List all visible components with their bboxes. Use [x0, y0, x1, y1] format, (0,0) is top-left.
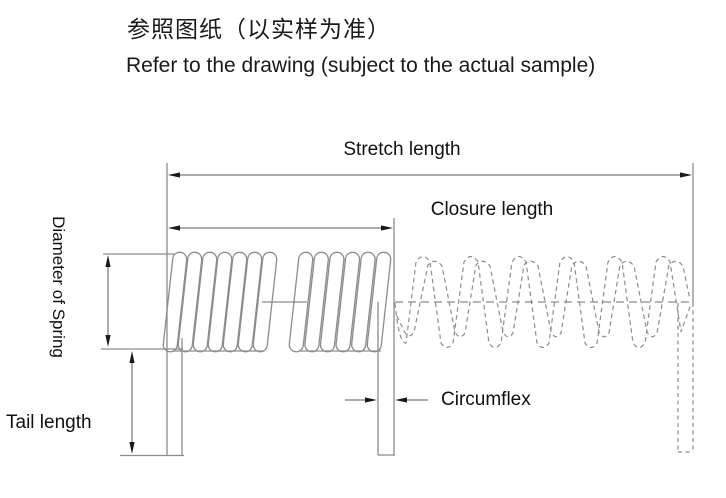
dimension-lines	[107, 174, 686, 450]
tail-length-label: Tail length	[6, 412, 92, 433]
stretched-coil-strand-back	[396, 260, 691, 338]
closure-arrow-left	[168, 225, 180, 231]
stretch-arrow-left	[168, 172, 180, 178]
closure-arrow-right	[381, 225, 393, 231]
coil-group-2	[288, 251, 392, 353]
tail-arrow-bottom	[129, 442, 135, 454]
dimension-arrowheads	[105, 172, 692, 454]
diameter-of-spring-label: Diameter of Spring	[49, 216, 68, 358]
diameter-arrow-top	[105, 255, 111, 267]
spring-closed-body	[101, 163, 694, 457]
closure-length-label: Closure length	[430, 199, 554, 220]
coil-group-1	[162, 251, 278, 353]
spring-stretched-section-dashed	[394, 255, 694, 453]
circumflex-arrow-left	[365, 397, 377, 403]
right-tail-dashed	[677, 303, 694, 453]
circumflex-arrow-right	[395, 397, 407, 403]
title-chinese: 参照图纸（以实样为准）	[127, 16, 391, 42]
circumflex-label: Circumflex	[441, 389, 531, 410]
tail-arrow-top	[129, 351, 135, 363]
stretch-length-label: Stretch length	[343, 139, 461, 160]
title-english: Refer to the drawing (subject to the act…	[126, 54, 596, 77]
stretch-arrow-right	[680, 172, 692, 178]
stretched-coil-strand-front	[394, 255, 692, 349]
diameter-arrow-bottom	[105, 335, 111, 347]
